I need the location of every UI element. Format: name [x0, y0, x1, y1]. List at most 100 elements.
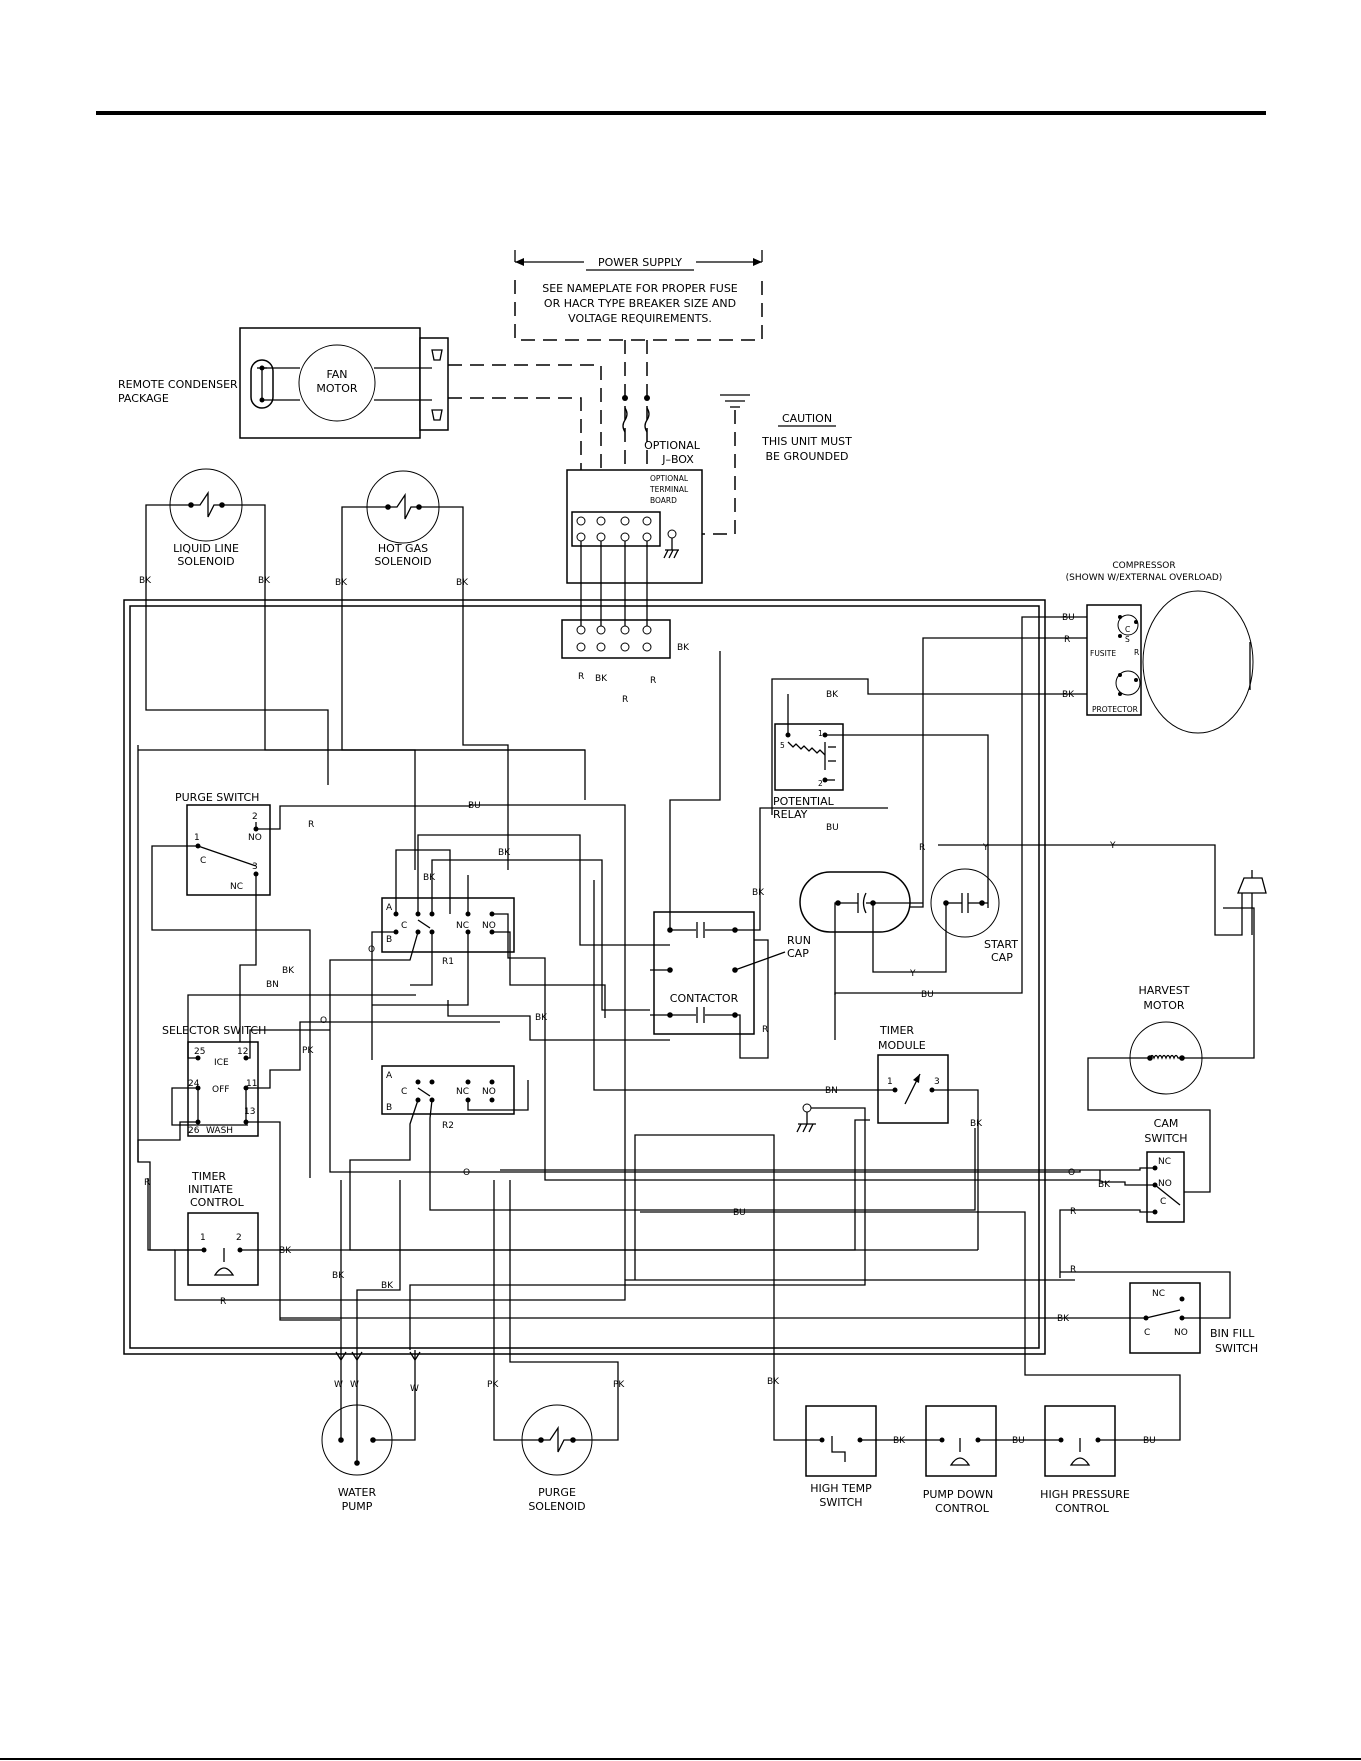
- harvest-label-2: MOTOR: [1143, 999, 1185, 1012]
- high-temp-label-2: SWITCH: [819, 1496, 862, 1509]
- wire-label: BU: [1012, 1436, 1025, 1446]
- wire-label: BK: [535, 1013, 548, 1023]
- r1-c: C: [401, 921, 407, 931]
- high-temp-label-1: HIGH TEMP: [810, 1482, 872, 1495]
- hgs-label-2: SOLENOID: [374, 555, 431, 568]
- r1-b: B: [386, 935, 392, 945]
- liquid-line-solenoid: LIQUID LINE SOLENOID: [169, 468, 243, 568]
- power-supply-label: POWER SUPPLY: [598, 256, 682, 269]
- wire-label: PK: [302, 1046, 314, 1056]
- run-cap-label-1: RUN: [787, 934, 811, 947]
- compressor: COMPRESSOR (SHOWN W/EXTERNAL OVERLOAD) C…: [1066, 561, 1254, 734]
- wire-label: BK: [139, 576, 152, 586]
- wire-label: R: [762, 1025, 768, 1035]
- power-supply-block: POWER SUPPLY SEE NAMEPLATE FOR PROPER FU…: [514, 250, 763, 341]
- fusite-label: FUSITE: [1090, 649, 1116, 658]
- wire-label: BK: [335, 578, 348, 588]
- start-capacitor: START CAP: [930, 868, 1018, 964]
- ss-ice: ICE: [214, 1058, 229, 1068]
- r1-label: R1: [442, 957, 454, 967]
- ps-term-3: 3: [252, 862, 258, 872]
- pr-term-1: 1: [818, 729, 823, 738]
- high-pressure-label-1: HIGH PRESSURE: [1040, 1488, 1130, 1501]
- ss-term-26: 26: [188, 1126, 200, 1136]
- wire-label: BK: [282, 966, 295, 976]
- wire-label: O: [368, 945, 375, 955]
- wire-label: BU: [921, 990, 934, 1000]
- pump-down-label-1: PUMP DOWN: [923, 1488, 994, 1501]
- wire-label: BK: [456, 578, 469, 588]
- compressor-label-2: (SHOWN W/EXTERNAL OVERLOAD): [1066, 573, 1223, 583]
- timer-module-label-1: TIMER: [879, 1024, 914, 1037]
- tm-term-1: 1: [887, 1077, 893, 1087]
- internal-terminal-board: [561, 619, 671, 659]
- pump-down-control: PUMP DOWN CONTROL: [923, 1405, 997, 1515]
- potential-relay-label-2: RELAY: [773, 808, 808, 821]
- wire-label: BU: [468, 801, 481, 811]
- harvest-label-1: HARVEST: [1138, 984, 1189, 997]
- ps-term-1: 1: [194, 833, 200, 843]
- wire-label: BN: [825, 1086, 838, 1096]
- ss-wash: WASH: [206, 1126, 233, 1136]
- bfs-c: C: [1144, 1328, 1150, 1338]
- comp-term-r: R: [1134, 648, 1139, 657]
- wire-label: BK: [1062, 690, 1075, 700]
- bin-fill-switch: NC C NO BIN FILL SWITCH: [1129, 1282, 1258, 1355]
- wire-label: BN: [266, 980, 279, 990]
- wire-label: BK: [279, 1246, 292, 1256]
- tb-label-3: BOARD: [650, 496, 677, 505]
- r1-a: A: [386, 903, 393, 913]
- ss-off: OFF: [212, 1085, 229, 1095]
- wire-label: W: [334, 1380, 343, 1390]
- start-cap-label-1: START: [984, 938, 1018, 951]
- thermal-switch-icon: [938, 844, 1267, 936]
- wire-label: R: [1064, 635, 1070, 645]
- tm-term-3: 3: [934, 1077, 940, 1087]
- tic-label-2: INITIATE: [188, 1183, 233, 1196]
- tb-label-1: OPTIONAL: [650, 474, 689, 483]
- wire-label: BK: [595, 674, 608, 684]
- run-capacitor: RUN CAP: [787, 871, 911, 960]
- grounded-label-2: BE GROUNDED: [766, 450, 849, 463]
- cam-switch: CAM SWITCH NC NO C: [1144, 1117, 1188, 1223]
- wire-label: BU: [1062, 613, 1075, 623]
- bin-fill-label-2: SWITCH: [1215, 1342, 1258, 1355]
- tic-term-2: 2: [236, 1233, 242, 1243]
- fan-motor-icon: [298, 344, 376, 422]
- fan-label-2: MOTOR: [316, 382, 358, 395]
- wire-label: BK: [826, 690, 839, 700]
- timer-initiate-control: TIMER INITIATE CONTROL 1 2: [187, 1170, 259, 1286]
- purge-sol-label-1: PURGE: [538, 1486, 576, 1499]
- r2-b: B: [386, 1103, 392, 1113]
- water-pump: WATER PUMP: [321, 1404, 393, 1513]
- nameplate-line-3: VOLTAGE REQUIREMENTS.: [568, 312, 712, 325]
- wire-labels: BK BK BK BK BK R BK R R BU R BK BK BU R …: [139, 576, 1156, 1446]
- wire-label: BK: [423, 873, 436, 883]
- wire-label: R: [220, 1297, 226, 1307]
- wire-label: BK: [893, 1436, 906, 1446]
- wire-label: R: [1070, 1207, 1076, 1217]
- wire-label: O: [1068, 1168, 1075, 1178]
- water-pump-label-1: WATER: [338, 1486, 377, 1499]
- wire-label: R: [1070, 1265, 1076, 1275]
- bfs-nc: NC: [1152, 1289, 1165, 1299]
- wire-label: R: [308, 820, 314, 830]
- ss-term-24: 24: [188, 1079, 200, 1089]
- water-pump-label-2: PUMP: [342, 1500, 373, 1513]
- cam-no: NO: [1158, 1179, 1172, 1189]
- ss-term-12: 12: [237, 1047, 248, 1057]
- r1-nc: NC: [456, 921, 469, 931]
- pr-term-2: 2: [818, 779, 823, 788]
- r2-nc: NC: [456, 1087, 469, 1097]
- start-cap-label-2: CAP: [991, 951, 1013, 964]
- lls-label-2: SOLENOID: [177, 555, 234, 568]
- wire-label: R: [622, 695, 628, 705]
- r1-no: NO: [482, 921, 496, 931]
- wire-label: BK: [498, 848, 511, 858]
- potential-relay-label-1: POTENTIAL: [773, 795, 835, 808]
- ps-no: NO: [248, 833, 262, 843]
- harvest-motor: HARVEST MOTOR: [1129, 984, 1203, 1095]
- bin-fill-label-1: BIN FILL: [1210, 1327, 1255, 1340]
- r2-a: A: [386, 1071, 393, 1081]
- wire-label: O: [320, 1016, 327, 1026]
